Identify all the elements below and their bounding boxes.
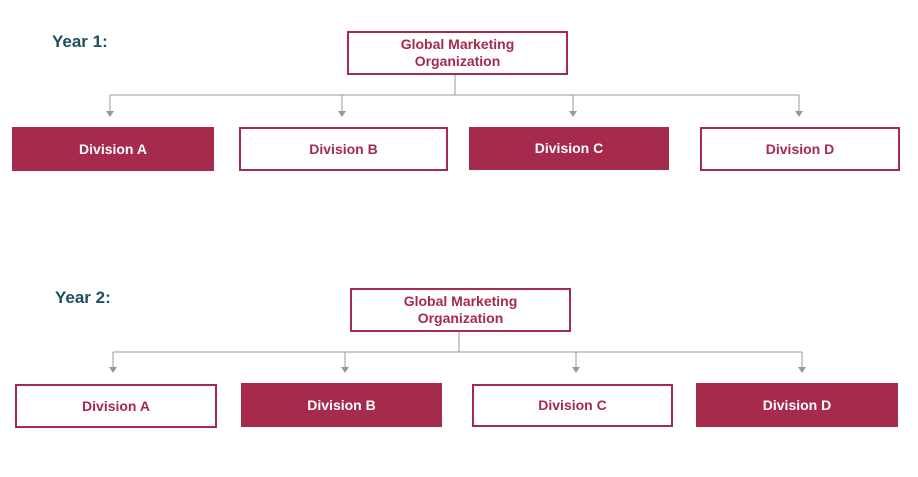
root-node-global-marketing: Global Marketing Organization — [347, 31, 568, 75]
division-c-node: Division C — [469, 127, 669, 170]
division-c-node: Division C — [472, 384, 673, 427]
arrowhead-c — [569, 111, 577, 117]
division-a-node: Division A — [15, 384, 217, 428]
division-d-node: Division D — [700, 127, 900, 171]
division-b-node: Division B — [239, 127, 448, 171]
arrowhead-b — [341, 367, 349, 373]
division-d-node: Division D — [696, 383, 898, 427]
root-node-global-marketing: Global Marketing Organization — [350, 288, 571, 332]
arrowhead-b — [338, 111, 346, 117]
year-2-label: Year 2: — [55, 288, 111, 307]
root-node-line-1: Global Marketing — [400, 36, 515, 52]
division-a-node: Division A — [12, 127, 214, 171]
arrowhead-d — [795, 111, 803, 117]
root-node-line-1: Global Marketing — [403, 293, 518, 309]
division-b-node: Division B — [241, 383, 442, 427]
year-1-label: Year 1: — [52, 32, 108, 51]
arrowhead-a — [106, 111, 114, 117]
arrowhead-c — [572, 367, 580, 373]
arrowhead-d — [798, 367, 806, 373]
root-node-line-2: Organization — [417, 310, 504, 326]
arrowhead-a — [109, 367, 117, 373]
root-node-line-2: Organization — [414, 53, 501, 69]
